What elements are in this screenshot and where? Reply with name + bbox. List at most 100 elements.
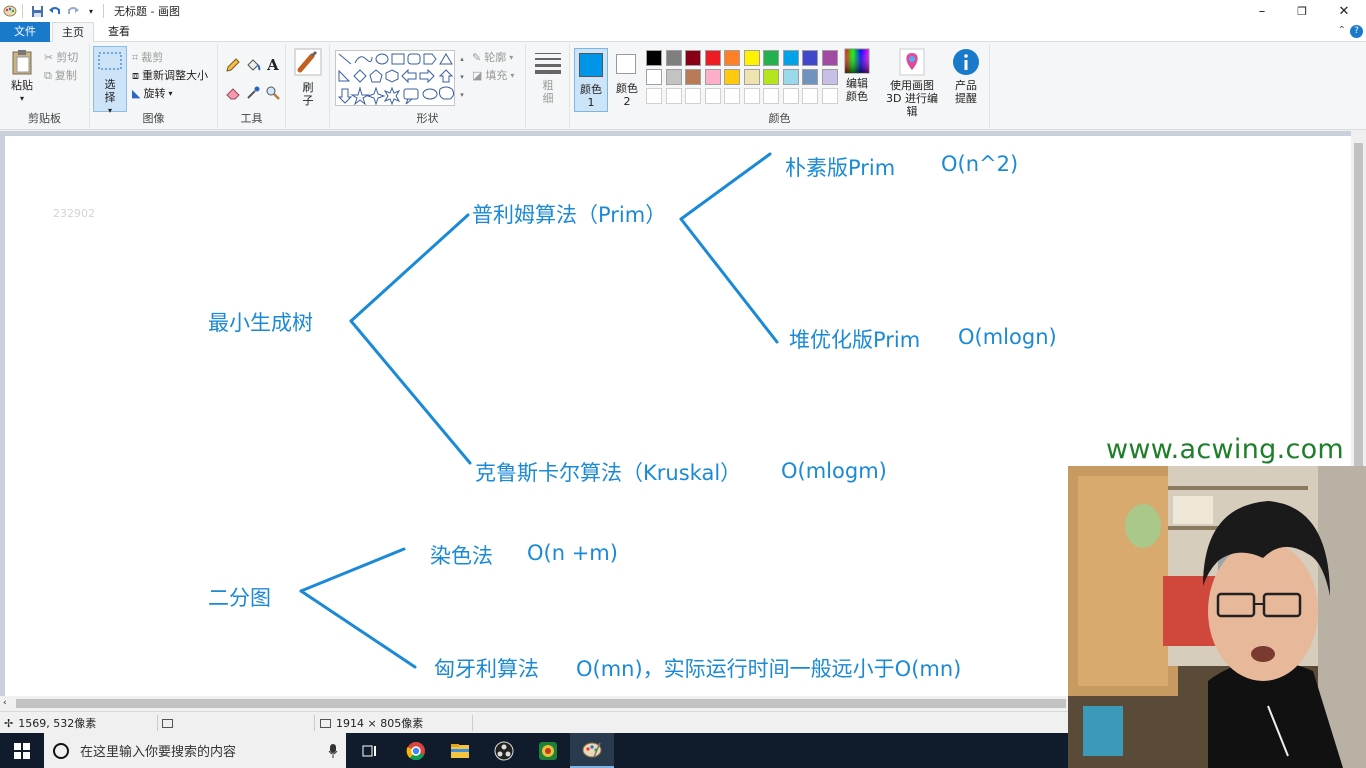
custom-color-swatch[interactable] (763, 88, 779, 104)
edit-with-paint3d-button[interactable]: 使用画图 3D 进行编辑 (882, 48, 942, 118)
tab-file[interactable]: 文件 (0, 22, 50, 42)
clipboard-group-label: 剪贴板 (28, 112, 61, 125)
paint-taskbar-button[interactable] (570, 733, 614, 768)
paste-dropdown-icon[interactable]: ▾ (19, 94, 24, 103)
color1-button[interactable]: 颜色 1 (574, 48, 608, 112)
color-swatch[interactable] (782, 69, 799, 85)
color-swatch[interactable] (665, 69, 682, 85)
pencil-icon[interactable] (224, 56, 242, 74)
redo-icon[interactable] (65, 3, 81, 19)
paste-button[interactable]: 粘贴 ▾ (6, 48, 38, 105)
color-swatch[interactable] (763, 50, 779, 66)
color-swatch[interactable] (646, 69, 662, 85)
resize-button[interactable]: ⧈重新调整大小 (132, 68, 208, 84)
shapes-gallery[interactable] (335, 50, 455, 106)
custom-color-swatch[interactable] (685, 88, 701, 104)
color2-label[interactable]: 颜色 2 (616, 82, 638, 108)
horizontal-scroll-thumb[interactable] (16, 699, 1066, 708)
color-swatch[interactable] (821, 69, 838, 85)
color-swatch[interactable] (743, 50, 760, 66)
color-swatch[interactable] (724, 69, 740, 85)
rotate-button[interactable]: ◣旋转▾ (132, 86, 172, 102)
help-icon[interactable]: ? (1350, 25, 1363, 38)
cut-button[interactable]: ✂剪切 (44, 50, 78, 66)
tab-view[interactable]: 查看 (108, 25, 130, 38)
color-swatch[interactable] (685, 50, 701, 66)
close-button[interactable]: ✕ (1338, 3, 1350, 19)
color-swatch[interactable] (802, 69, 818, 85)
info-icon (953, 49, 979, 75)
file-explorer-button[interactable] (438, 733, 482, 768)
rotate-dropdown-icon[interactable]: ▾ (168, 89, 173, 98)
select-label: 选择 (104, 78, 116, 104)
undo-icon[interactable] (47, 3, 63, 19)
paint-app-icon[interactable] (2, 3, 18, 19)
text-tool-icon[interactable]: A (267, 56, 279, 74)
taskbar-search[interactable]: 在这里输入你要搜索的内容 (44, 733, 346, 768)
color-swatch[interactable] (743, 69, 760, 85)
customize-quick-access-icon[interactable]: ▾ (88, 6, 93, 16)
color-swatch[interactable] (685, 69, 701, 85)
color-swatch[interactable] (704, 69, 721, 85)
complexity-coloring: O(n +m) (527, 541, 618, 565)
custom-color-swatch[interactable] (724, 88, 740, 104)
maximize-button[interactable]: ❐ (1297, 4, 1307, 18)
select-button[interactable]: 选择 ▾ (93, 46, 127, 115)
color-swatch[interactable] (665, 50, 682, 66)
outline-dropdown-icon[interactable]: ▾ (509, 53, 514, 62)
crop-button[interactable]: ⌗裁剪 (132, 50, 163, 66)
color-swatch[interactable] (763, 69, 779, 85)
color-swatch[interactable] (724, 50, 740, 66)
divider (157, 715, 158, 731)
custom-color-swatch[interactable] (782, 88, 799, 104)
line-mst-kruskal (349, 319, 472, 465)
custom-color-swatch[interactable] (743, 88, 760, 104)
brushes-button[interactable]: 刷子 (290, 48, 326, 107)
color-swatch[interactable] (782, 50, 799, 66)
fill-dropdown-icon[interactable]: ▾ (510, 71, 515, 80)
scroll-left-icon[interactable]: ‹ (3, 698, 7, 708)
obs-button[interactable] (482, 733, 526, 768)
magnifier-icon[interactable] (264, 84, 282, 102)
horizontal-scrollbar[interactable]: ‹ (0, 696, 1366, 711)
custom-color-swatch[interactable] (646, 88, 662, 104)
color-swatch[interactable] (821, 50, 838, 66)
status-bar: ✢1569, 532像素 1914 × 805像素 (0, 711, 1366, 733)
custom-color-swatch[interactable] (802, 88, 818, 104)
app-button[interactable] (526, 733, 570, 768)
save-icon[interactable] (29, 3, 45, 19)
collapse-ribbon-icon[interactable]: ⌃ (1337, 25, 1346, 36)
edit-colors-button[interactable]: 编辑颜色 (842, 48, 872, 103)
node-coloring: 染色法 (430, 544, 493, 568)
select-dropdown-icon[interactable]: ▾ (107, 106, 112, 115)
divider (22, 4, 23, 18)
start-button[interactable] (0, 733, 44, 768)
eraser-icon[interactable] (224, 84, 242, 102)
obs-icon (494, 741, 514, 760)
divider (314, 715, 315, 731)
product-alert-button[interactable]: 产品提醒 (948, 48, 984, 105)
outline-button[interactable]: ✎轮廓▾ (472, 50, 513, 66)
brush-icon (294, 48, 322, 76)
rotate-icon: ◣ (132, 87, 141, 100)
color-swatch[interactable] (646, 50, 662, 66)
custom-color-swatch[interactable] (704, 88, 721, 104)
brushes-group: 刷子 (286, 44, 330, 128)
paint3d-label: 使用画图 3D 进行编辑 (886, 79, 938, 118)
task-view-button[interactable] (348, 733, 392, 768)
color-picker-icon[interactable] (244, 84, 262, 102)
fill-bucket-icon[interactable] (244, 56, 262, 74)
copy-button[interactable]: ⧉复制 (44, 68, 77, 84)
fill-button[interactable]: ◪填充▾ (472, 68, 514, 84)
chrome-button[interactable] (394, 733, 438, 768)
color-swatch[interactable] (704, 50, 721, 66)
color2-swatch[interactable] (616, 54, 636, 74)
size-button[interactable]: 粗细 (530, 50, 566, 105)
custom-color-swatch[interactable] (821, 88, 838, 104)
color-swatch[interactable] (802, 50, 818, 66)
minimize-button[interactable]: – (1258, 3, 1266, 19)
custom-color-swatch[interactable] (665, 88, 682, 104)
vertical-scroll-thumb[interactable] (1354, 143, 1363, 673)
tab-home[interactable]: 主页 (52, 22, 94, 43)
shapes-scroll[interactable]: ▴▾▾ (460, 55, 464, 99)
